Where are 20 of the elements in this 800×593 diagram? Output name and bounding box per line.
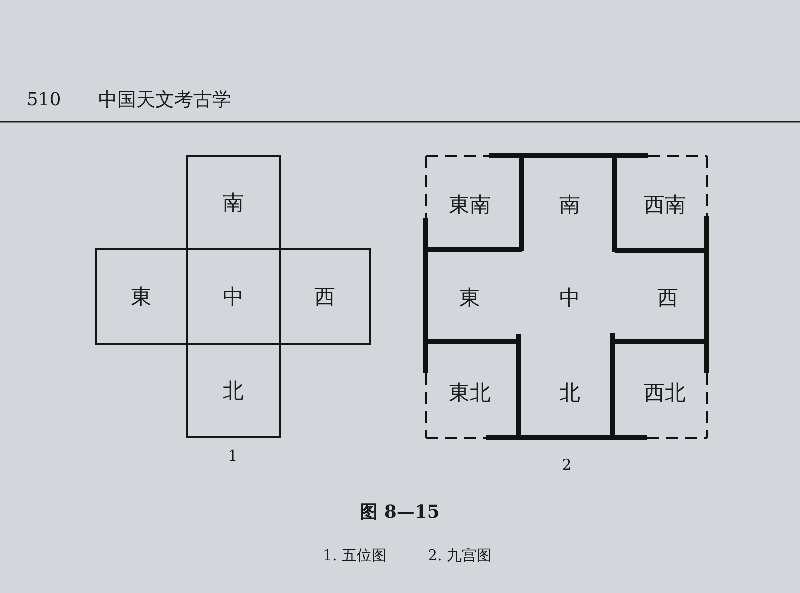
direction-label: 東南	[449, 191, 491, 219]
direction-label: 西北	[644, 379, 686, 407]
direction-box: 東	[95, 248, 188, 345]
subcaption: 1. 五位图	[322, 546, 388, 566]
direction-label: 中	[560, 284, 580, 312]
direction-label: 東	[460, 284, 480, 312]
figure-caption: 图 8—15	[360, 501, 440, 524]
direction-label: 南	[560, 191, 580, 219]
direction-label: 東北	[449, 379, 491, 407]
direction-label: 北	[560, 379, 580, 407]
direction-label: 西南	[644, 191, 686, 219]
direction-box: 西	[279, 248, 371, 345]
figure-number: 1	[228, 447, 238, 465]
figure-number: 2	[562, 456, 572, 474]
direction-label: 西	[658, 284, 678, 312]
direction-box: 北	[186, 343, 281, 438]
running-header: 中国天文考古学	[98, 88, 232, 113]
subcaption: 2. 九宫图	[428, 546, 492, 566]
page-number: 510	[26, 90, 62, 110]
direction-box: 南	[186, 155, 281, 250]
